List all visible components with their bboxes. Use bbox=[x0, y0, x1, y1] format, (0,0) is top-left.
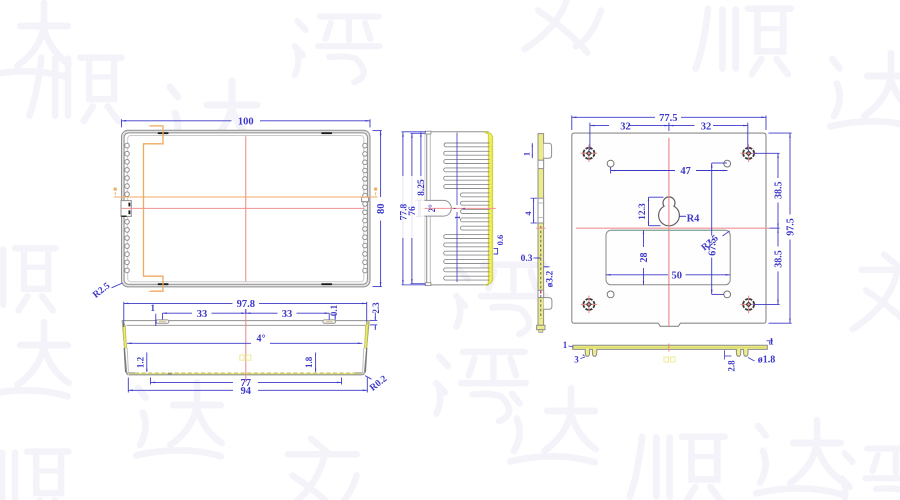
svg-text:97.5: 97.5 bbox=[785, 218, 796, 236]
svg-text:97.8: 97.8 bbox=[237, 299, 255, 310]
svg-text:80: 80 bbox=[376, 204, 387, 215]
svg-text:67.5: 67.5 bbox=[707, 238, 718, 256]
svg-text:2.8: 2.8 bbox=[727, 360, 737, 372]
svg-text:1: 1 bbox=[522, 152, 532, 156]
svg-text:1: 1 bbox=[151, 303, 156, 313]
svg-text:38.5: 38.5 bbox=[773, 181, 784, 199]
svg-text:76: 76 bbox=[408, 206, 418, 216]
svg-text:R0.2: R0.2 bbox=[368, 374, 389, 394]
svg-text:2.3: 2.3 bbox=[371, 302, 381, 314]
svg-text:47: 47 bbox=[680, 166, 691, 177]
svg-text:33: 33 bbox=[282, 309, 293, 320]
svg-text:32: 32 bbox=[701, 121, 712, 132]
svg-text:94: 94 bbox=[241, 386, 252, 397]
svg-text:38.5: 38.5 bbox=[773, 250, 784, 268]
svg-text:ø3.2: ø3.2 bbox=[546, 270, 556, 287]
svg-text:3: 3 bbox=[574, 355, 579, 365]
svg-text:0.6: 0.6 bbox=[495, 235, 505, 246]
svg-text:ø1.8: ø1.8 bbox=[758, 355, 776, 366]
svg-text:1.8: 1.8 bbox=[304, 356, 314, 368]
svg-text:12.3: 12.3 bbox=[638, 203, 648, 220]
svg-text:77.5: 77.5 bbox=[659, 113, 677, 124]
svg-text:77.8: 77.8 bbox=[399, 203, 409, 220]
svg-text:R2.5: R2.5 bbox=[91, 281, 112, 301]
svg-text:32: 32 bbox=[620, 121, 631, 132]
svg-text:0.1: 0.1 bbox=[329, 304, 339, 316]
svg-text:1.2: 1.2 bbox=[135, 356, 145, 368]
svg-text:4°: 4° bbox=[257, 333, 266, 344]
svg-text:1: 1 bbox=[769, 337, 774, 347]
svg-text:33: 33 bbox=[197, 309, 208, 320]
svg-text:0.3: 0.3 bbox=[521, 254, 533, 264]
svg-text:100: 100 bbox=[238, 117, 254, 128]
svg-text:8.25: 8.25 bbox=[417, 179, 427, 196]
svg-text:1: 1 bbox=[563, 340, 568, 350]
svg-text:77: 77 bbox=[241, 378, 252, 389]
svg-text:1: 1 bbox=[453, 215, 462, 219]
svg-text:4: 4 bbox=[523, 211, 533, 216]
svg-text:50: 50 bbox=[672, 270, 683, 281]
svg-text:28: 28 bbox=[639, 253, 650, 263]
svg-text:R4: R4 bbox=[687, 213, 701, 224]
